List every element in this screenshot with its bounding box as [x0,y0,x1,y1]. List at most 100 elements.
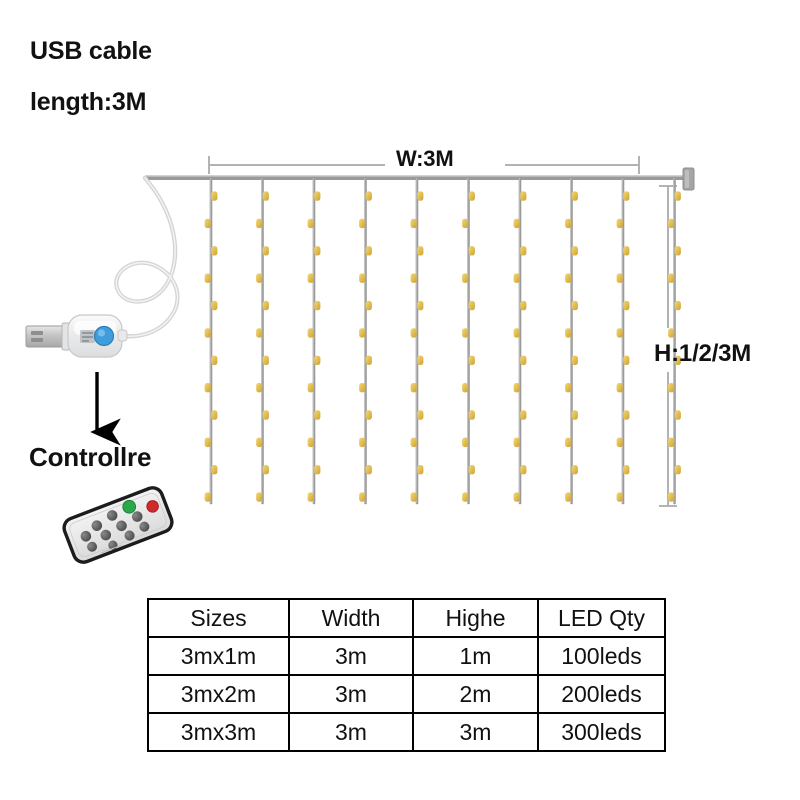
led-bulb [623,191,630,201]
led-bulb [211,355,218,365]
table-cell: 2m [412,674,539,714]
table-cell: 1m [412,636,539,676]
led-bulb [256,382,263,393]
table-cell: 3mx1m [147,636,290,676]
led-bulb [417,191,424,201]
led-bulb [359,218,366,229]
led-bulb [204,382,211,393]
led-bulb [307,492,314,502]
led-bulb [565,218,572,229]
led-bulb [468,465,475,475]
led-bulb [513,382,520,393]
led-bulb [513,437,520,448]
table-row: 3mx1m 3m 1m 100leds [147,636,666,676]
led-bulb [314,300,321,311]
led-bulb [417,410,424,420]
led-bulb [211,300,218,311]
led-bulb [674,300,681,311]
table-header-cell: Width [288,598,414,638]
remote-button-green [122,499,137,514]
led-strand [616,176,630,505]
led-bulb [211,246,218,256]
led-bulb [365,300,372,311]
led-bulb [462,328,469,338]
table-cell: 3mx2m [147,674,290,714]
led-bulb [417,300,424,311]
led-bulb [520,410,527,420]
height-dimension-line [659,185,677,507]
width-dimension-line [208,156,640,174]
led-bulb [520,300,527,311]
led-bulb [468,355,475,365]
led-bulb [616,218,623,229]
led-bulb [674,465,681,475]
table-cell: 3m [412,712,539,752]
led-bulb [462,492,469,502]
led-bulb [417,246,424,256]
table-header-cell: Sizes [147,598,290,638]
led-bulb [417,355,424,365]
led-bulb [674,191,681,201]
led-bulb [616,273,623,283]
led-bulb [668,218,675,229]
led-bulb [616,382,623,393]
led-strand [359,176,372,505]
table-cell: 3m [288,636,414,676]
led-bulb [462,382,469,393]
led-strand [307,176,321,505]
led-bulb [365,191,372,201]
led-bulb [520,355,527,365]
led-strand [204,176,218,505]
spec-table: Sizes Width Highe LED Qty 3mx1m 3m 1m 10… [147,598,666,752]
led-bulb [307,437,314,448]
wire-end-cap [682,167,695,191]
width-dimension-label: W:3M [396,146,454,171]
led-strand [256,176,269,505]
led-bulb [262,410,269,420]
led-bulb [571,465,578,475]
led-bulb [307,218,314,229]
led-strand [565,176,578,505]
led-bulb [571,191,578,201]
led-bulb [520,191,527,201]
led-bulb [565,492,572,502]
led-bulb [674,355,681,365]
height-dimension-label: H:1/2/3M [654,340,752,367]
led-bulb [256,273,263,283]
table-header-cell: Highe [412,598,539,638]
led-bulb [462,273,469,283]
table-row: 3mx3m 3m 3m 300leds [147,712,666,752]
led-bulb [571,300,578,311]
led-bulb [211,465,218,475]
led-bulb [359,328,366,338]
led-bulb [359,273,366,283]
led-bulb [204,328,211,338]
led-bulb [314,191,321,201]
led-bulb [571,246,578,256]
led-bulb [674,410,681,420]
led-bulb [623,355,630,365]
led-bulb [365,246,372,256]
led-bulb [256,492,263,502]
led-bulb [616,437,623,448]
table-row: 3mx2m 3m 2m 200leds [147,674,666,714]
controller-label: Controllre [29,442,152,472]
table-cell: 3m [288,674,414,714]
led-bulb [468,410,475,420]
led-bulb [314,246,321,256]
led-bulb [365,355,372,365]
led-bulb [211,410,218,420]
led-bulb [256,218,263,229]
led-bulb [307,273,314,283]
usb-cable-title: USB cable [30,37,152,65]
table-cell: 100leds [537,636,666,676]
led-bulb [462,218,469,229]
led-bulb [668,492,675,502]
led-bulb [410,492,417,502]
led-bulb [262,465,269,475]
led-bulb [262,355,269,365]
led-bulb [623,246,630,256]
remote-control [62,486,174,564]
